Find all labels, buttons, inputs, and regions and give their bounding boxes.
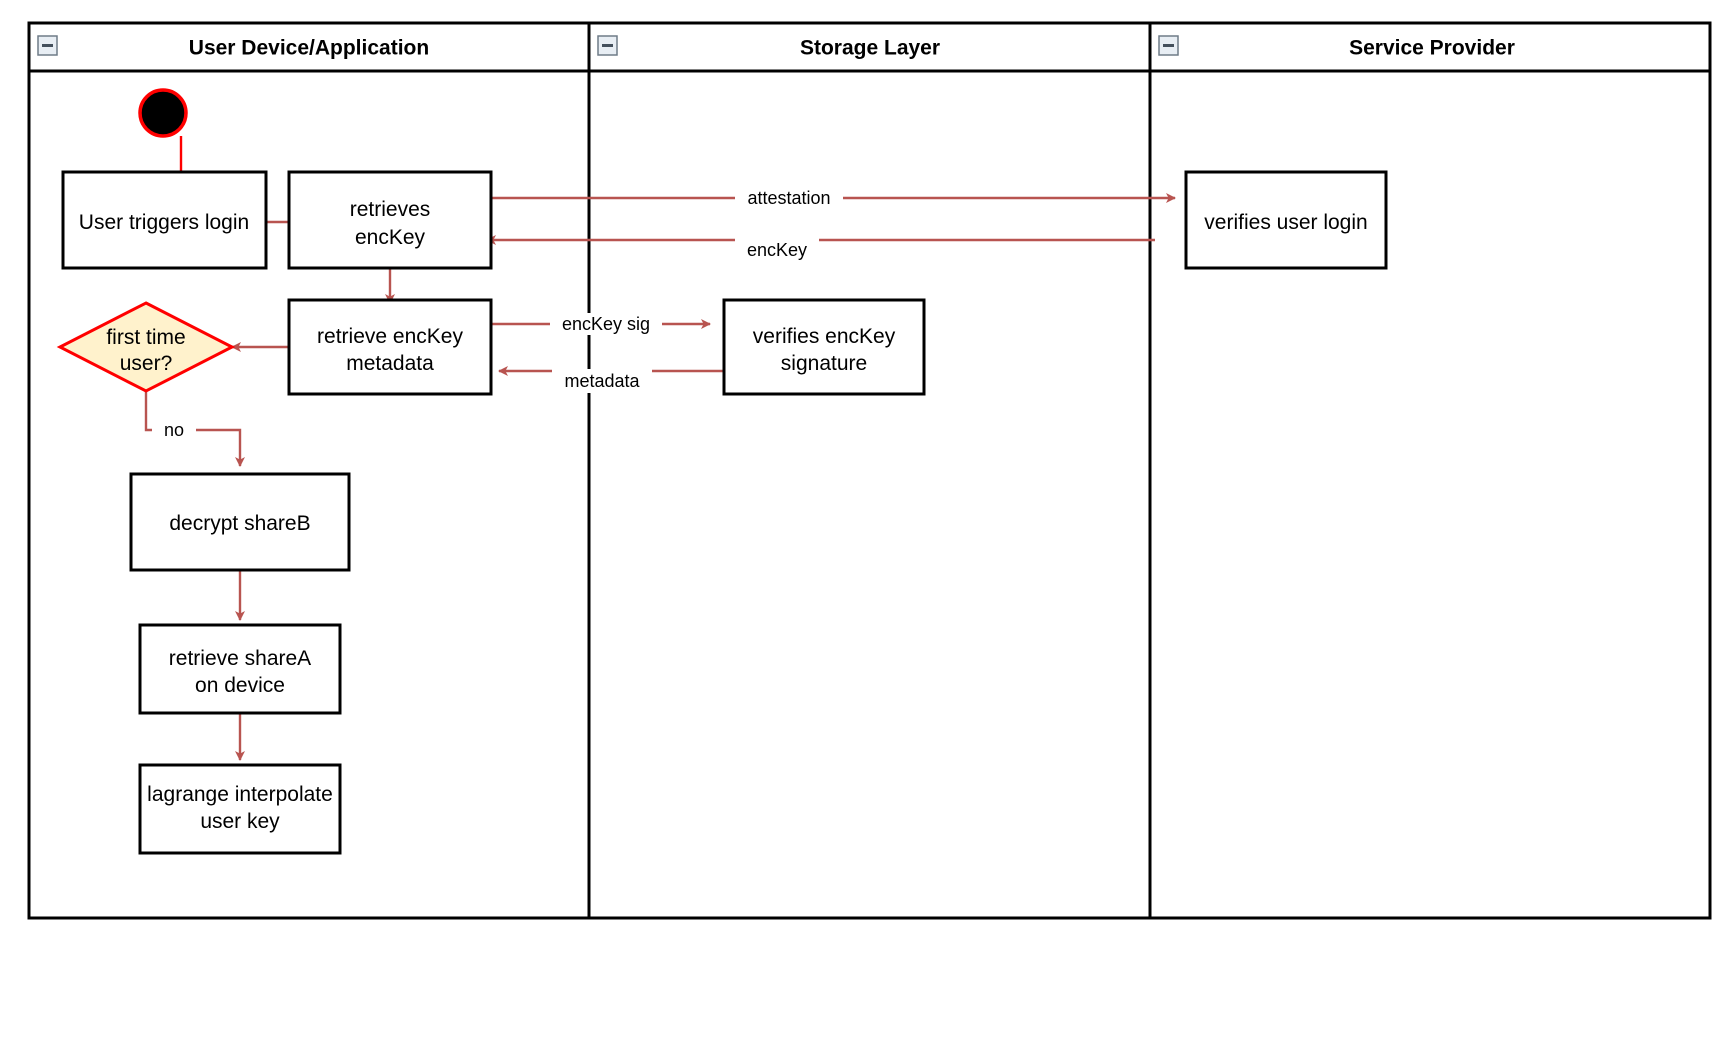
node-box[interactable] bbox=[1184, 170, 1388, 270]
node-retrieve-sharea-on-device[interactable]: retrieve shareA on device bbox=[138, 623, 342, 715]
node-label-retrieve-sharea-line1: retrieve shareA bbox=[169, 647, 311, 670]
node-label-first-time-user-line1: first time bbox=[106, 326, 185, 349]
node-label-retrieve-metadata-line2: metadata bbox=[346, 352, 434, 375]
edge-label-enckey-sig: encKey sig bbox=[562, 314, 650, 334]
node-user-triggers-login[interactable]: User triggers login bbox=[61, 170, 268, 270]
edge-label-enckey: encKey bbox=[747, 240, 807, 260]
lane-header-storage-layer[interactable]: Storage Layer bbox=[589, 23, 1150, 71]
node-box[interactable] bbox=[129, 472, 351, 572]
node-label-verifies-user-login: verifies user login bbox=[1204, 211, 1367, 234]
node-box[interactable] bbox=[722, 298, 926, 396]
edge-attestation: attestation bbox=[491, 187, 1176, 209]
node-label-decrypt-shareb: decrypt shareB bbox=[169, 512, 310, 535]
node-verifies-user-login[interactable]: verifies user login bbox=[1184, 170, 1388, 270]
node-retrieve-enckey-metadata[interactable]: retrieve encKey metadata bbox=[287, 298, 493, 396]
node-label-retrieves-enckey-line1: retrieves bbox=[350, 198, 431, 221]
edge-label-metadata: metadata bbox=[564, 371, 640, 391]
node-box[interactable] bbox=[138, 623, 342, 715]
node-first-time-user-decision[interactable]: first time user? bbox=[56, 301, 236, 393]
node-verifies-enckey-signature[interactable]: verifies encKey signature bbox=[722, 298, 926, 396]
node-box[interactable] bbox=[287, 170, 493, 270]
node-label-user-triggers-login: User triggers login bbox=[79, 211, 249, 234]
edge-label-no: no bbox=[164, 420, 184, 440]
edge-enckey-sig: encKey sig bbox=[491, 313, 711, 335]
edge-label-bg-attestation bbox=[735, 187, 843, 209]
node-label-first-time-user-line2: user? bbox=[120, 352, 173, 375]
start-node[interactable] bbox=[138, 88, 188, 138]
node-label-retrieves-enckey-line2: encKey bbox=[355, 226, 426, 249]
minus-box-icon[interactable] bbox=[1158, 35, 1179, 56]
edge-label-attestation: attestation bbox=[747, 188, 830, 208]
lane-title-user-device: User Device/Application bbox=[189, 37, 429, 60]
node-label-lagrange-line1: lagrange interpolate bbox=[147, 783, 333, 806]
edge-label-bg-enckey bbox=[735, 238, 819, 262]
edge-label-bg-metadata bbox=[552, 369, 652, 393]
node-lagrange-interpolate-user-key[interactable]: lagrange interpolate user key bbox=[138, 763, 342, 855]
edge-enckey-return: encKey bbox=[486, 235, 1155, 262]
node-decrypt-shareb[interactable]: decrypt shareB bbox=[129, 472, 351, 572]
node-label-verifies-sig-line2: signature bbox=[781, 352, 867, 375]
lane-header-service-provider[interactable]: Service Provider bbox=[1150, 23, 1710, 71]
node-box[interactable] bbox=[287, 298, 493, 396]
node-box[interactable] bbox=[138, 763, 342, 855]
lane-title-storage-layer: Storage Layer bbox=[800, 37, 940, 60]
decision-diamond[interactable] bbox=[56, 301, 236, 393]
node-label-lagrange-line2: user key bbox=[200, 810, 280, 833]
node-box[interactable] bbox=[61, 170, 268, 270]
node-label-retrieve-metadata-line1: retrieve encKey bbox=[317, 325, 463, 348]
edge-decision-no-to-decrypt: no bbox=[144, 391, 245, 467]
node-retrieves-enckey[interactable]: retrieves encKey bbox=[287, 170, 493, 270]
edge-label-bg-enckey-sig bbox=[550, 313, 662, 335]
start-circle-icon[interactable] bbox=[138, 88, 188, 138]
lane-header-user-device[interactable]: User Device/Application bbox=[29, 23, 589, 71]
node-label-verifies-sig-line1: verifies encKey bbox=[753, 325, 896, 348]
minus-box-icon[interactable] bbox=[37, 35, 58, 56]
edge-metadata-return: metadata bbox=[498, 366, 725, 393]
edge-label-bg-no bbox=[152, 419, 196, 441]
node-label-retrieve-sharea-line2: on device bbox=[195, 674, 285, 697]
minus-box-icon[interactable] bbox=[597, 35, 618, 56]
lane-title-service-provider: Service Provider bbox=[1349, 37, 1515, 60]
